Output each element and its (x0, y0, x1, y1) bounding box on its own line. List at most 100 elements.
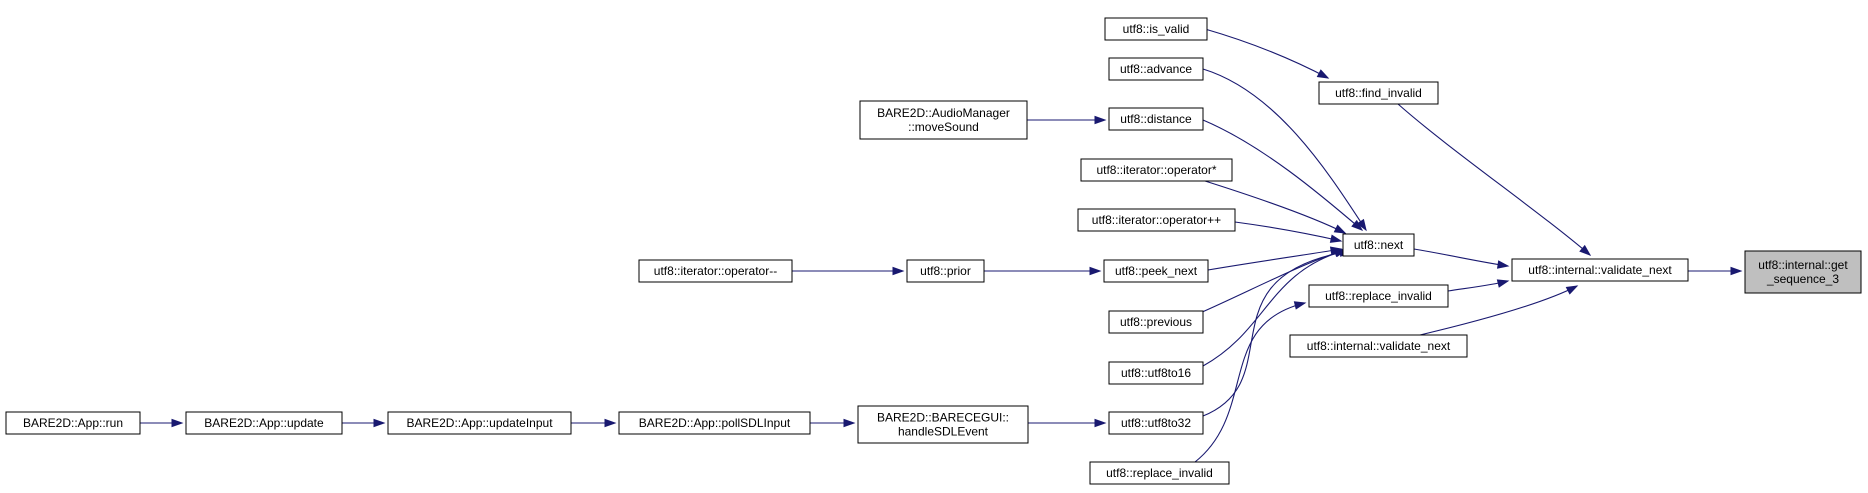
arrowhead (1496, 279, 1510, 288)
edge-distance-to-next (1202, 119, 1364, 231)
node-op-star[interactable]: utf8::iterator::operator* (1080, 158, 1233, 182)
node-label: utf8::replace_invalid (1325, 289, 1432, 303)
node-label: utf8::find_invalid (1335, 86, 1422, 100)
node-label: BARE2D::AudioManager (877, 106, 1010, 120)
arrowhead (1356, 218, 1367, 232)
node-box (1108, 411, 1204, 435)
arrowhead (892, 266, 905, 276)
nodes-layer: utf8::internal::get_sequence_3 utf8::is_v… (5, 17, 1862, 485)
node-box (387, 411, 572, 435)
edge-line (1397, 103, 1591, 256)
edge-line (1202, 249, 1347, 367)
node-distance[interactable]: utf8::distance (1108, 107, 1204, 131)
node-box (1108, 361, 1204, 385)
node-op-pp[interactable]: utf8::iterator::operator++ (1077, 208, 1236, 232)
node-box (1342, 233, 1415, 257)
node-replace-invalid-2[interactable]: utf8::replace_invalid (1089, 461, 1230, 485)
edge-audio_move-to-distance (1027, 115, 1107, 125)
node-box (857, 405, 1029, 444)
edge-line (1413, 248, 1509, 267)
node-box (1089, 461, 1230, 485)
edge-validate_next_2-to-validate_next_main (1419, 285, 1579, 336)
node-label: utf8::prior (920, 264, 971, 278)
edge-line (1419, 285, 1578, 336)
edge-app_run-to-app_update (140, 418, 184, 428)
node-validate-next-2[interactable]: utf8::internal::validate_next (1289, 334, 1468, 358)
node-utf8to16[interactable]: utf8::utf8to16 (1108, 361, 1204, 385)
edge-validate_next_main-to-target (1688, 266, 1743, 276)
node-box (1108, 310, 1204, 334)
arrowhead (1565, 285, 1579, 295)
edge-replace_invalid_2-to-replace_invalid_1 (1194, 301, 1307, 463)
arrowhead (373, 418, 386, 428)
node-box (5, 411, 141, 435)
node-box (1318, 81, 1439, 105)
edges-layer (140, 28, 1743, 463)
edge-line (1202, 250, 1351, 417)
node-peek-next[interactable]: utf8::peek_next (1103, 259, 1209, 283)
edge-replace_invalid_1-to-validate_next_main (1447, 279, 1510, 292)
arrowhead (1094, 115, 1107, 125)
node-label: BARE2D::App::run (23, 416, 123, 430)
arrowhead (171, 418, 184, 428)
node-box (1308, 284, 1449, 308)
node-label: utf8::internal::get (1758, 258, 1848, 272)
node-label: _sequence_3 (1766, 272, 1839, 286)
edge-app_update_input-to-app_poll (571, 418, 617, 428)
node-box (1103, 259, 1209, 283)
node-box (1104, 17, 1208, 41)
node-is-valid[interactable]: utf8::is_valid (1104, 17, 1208, 41)
arrowhead (1351, 219, 1364, 231)
edge-find_invalid-to-validate_next_main (1397, 103, 1592, 256)
edge-line (1207, 248, 1342, 271)
node-box (1080, 158, 1233, 182)
node-label: utf8::iterator::operator* (1096, 163, 1216, 177)
node-box (1289, 334, 1468, 358)
node-target[interactable]: utf8::internal::get_sequence_3 (1744, 250, 1862, 294)
arrowhead (604, 418, 617, 428)
edge-utf8to32-to-next (1202, 248, 1352, 417)
node-box (906, 259, 985, 283)
node-prior[interactable]: utf8::prior (906, 259, 985, 283)
node-label: utf8::internal::validate_next (1528, 263, 1672, 277)
edge-advance-to-next (1202, 68, 1367, 232)
node-cegui-handle[interactable]: BARE2D::BARECEGUI::handleSDLEvent (857, 405, 1029, 444)
node-box (185, 411, 343, 435)
edge-line (1204, 28, 1329, 79)
node-app-update-input[interactable]: BARE2D::App::updateInput (387, 411, 572, 435)
node-op-mm[interactable]: utf8::iterator::operator-- (638, 259, 793, 283)
node-label: utf8::iterator::operator++ (1092, 213, 1221, 227)
node-label: BARE2D::App::updateInput (406, 416, 553, 430)
node-next[interactable]: utf8::next (1342, 233, 1415, 257)
edge-cegui_handle-to-utf8to32 (1028, 418, 1107, 428)
node-box (859, 100, 1028, 140)
node-app-update[interactable]: BARE2D::App::update (185, 411, 343, 435)
node-label: utf8::next (1354, 238, 1404, 252)
node-label: utf8::previous (1120, 315, 1192, 329)
node-label: handleSDLEvent (898, 425, 989, 439)
edge-next-to-validate_next_main (1413, 248, 1510, 269)
node-app-poll[interactable]: BARE2D::App::pollSDLInput (618, 411, 811, 435)
node-box (618, 411, 811, 435)
node-box (1744, 250, 1862, 294)
node-box (1077, 208, 1236, 232)
node-find-invalid[interactable]: utf8::find_invalid (1318, 81, 1439, 105)
arrowhead (1089, 266, 1102, 276)
node-label: ::moveSound (908, 120, 979, 134)
node-audio-move[interactable]: BARE2D::AudioManager::moveSound (859, 100, 1028, 140)
arrowhead (1094, 418, 1107, 428)
node-utf8to32[interactable]: utf8::utf8to32 (1108, 411, 1204, 435)
edge-app_update-to-app_update_input (342, 418, 386, 428)
node-app-run[interactable]: BARE2D::App::run (5, 411, 141, 435)
arrowhead (1293, 301, 1307, 310)
node-previous[interactable]: utf8::previous (1108, 310, 1204, 334)
node-replace-invalid-1[interactable]: utf8::replace_invalid (1308, 284, 1449, 308)
node-box (1511, 258, 1689, 282)
node-label: utf8::utf8to32 (1121, 416, 1191, 430)
node-validate-next-main[interactable]: utf8::internal::validate_next (1511, 258, 1689, 282)
node-advance[interactable]: utf8::advance (1108, 57, 1204, 81)
edge-op_pp-to-next (1234, 221, 1343, 243)
node-label: utf8::utf8to16 (1121, 366, 1191, 380)
node-label: utf8::peek_next (1115, 264, 1198, 278)
arrowhead (1730, 266, 1743, 276)
